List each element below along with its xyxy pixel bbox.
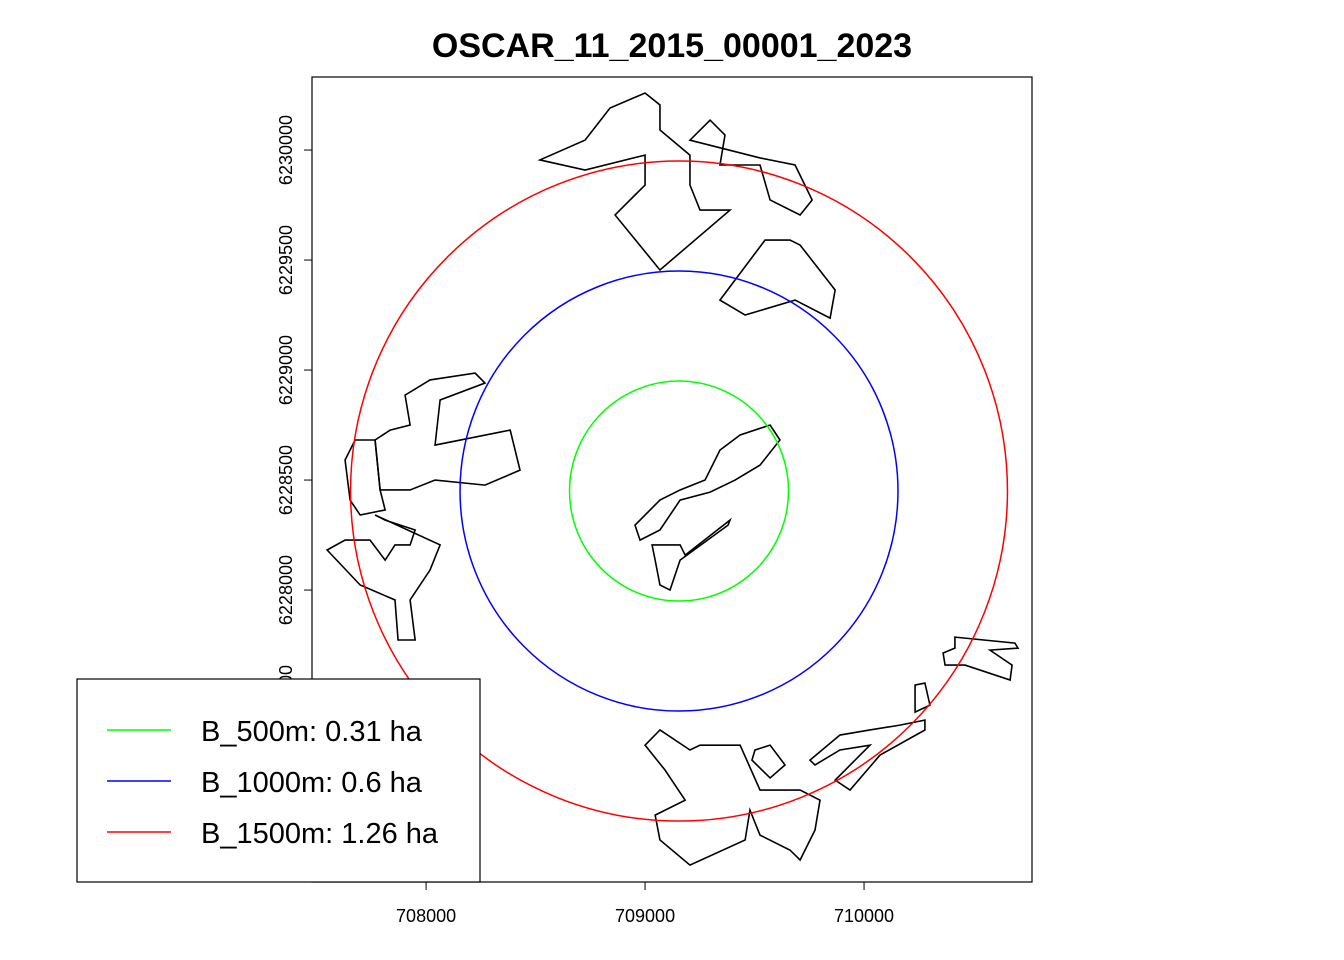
buffer-circle-B_500m: [568, 380, 790, 602]
x-tick-label: 708000: [396, 906, 456, 926]
x-tick-label: 709000: [615, 906, 675, 926]
chart-title: OSCAR_11_2015_00001_2023: [432, 27, 912, 65]
legend-label-b500: B_500m: 0.31 ha: [201, 716, 423, 748]
buffer-circles: [349, 160, 1009, 822]
field-polygon-2: [718, 239, 836, 320]
field-polygon-7: [651, 517, 732, 592]
y-tick-label: 6228000: [276, 555, 296, 625]
field-polygon-0: [537, 92, 733, 272]
buffer-circle-B_1500m: [349, 160, 1009, 822]
y-tick-label: 6229000: [276, 335, 296, 405]
legend-label-b1500: B_1500m: 1.26 ha: [201, 818, 439, 850]
field-polygon-4: [344, 439, 387, 516]
x-tick-label: 710000: [834, 906, 894, 926]
field-polygon-9: [751, 744, 787, 780]
legend: B_500m: 0.31 ha B_1000m: 0.6 ha B_1500m:…: [76, 678, 481, 883]
field-polygon-10: [808, 719, 926, 792]
field-polygon-8: [643, 728, 821, 866]
y-tick-label: 6230000: [276, 115, 296, 185]
field-polygon-1: [688, 118, 814, 216]
legend-label-b1000: B_1000m: 0.6 ha: [201, 767, 423, 799]
y-tick-label: 6229500: [276, 225, 296, 295]
field-polygon-6: [634, 424, 781, 542]
field-polygon-3: [374, 372, 521, 491]
plot-frame: [311, 76, 1033, 883]
field-polygons: [325, 92, 1020, 866]
field-polygon-11: [914, 682, 931, 714]
y-tick-label: 6228500: [276, 445, 296, 515]
field-polygon-5: [325, 514, 442, 641]
buffer-circle-B_1000m: [459, 270, 899, 712]
field-polygon-12: [942, 636, 1020, 682]
